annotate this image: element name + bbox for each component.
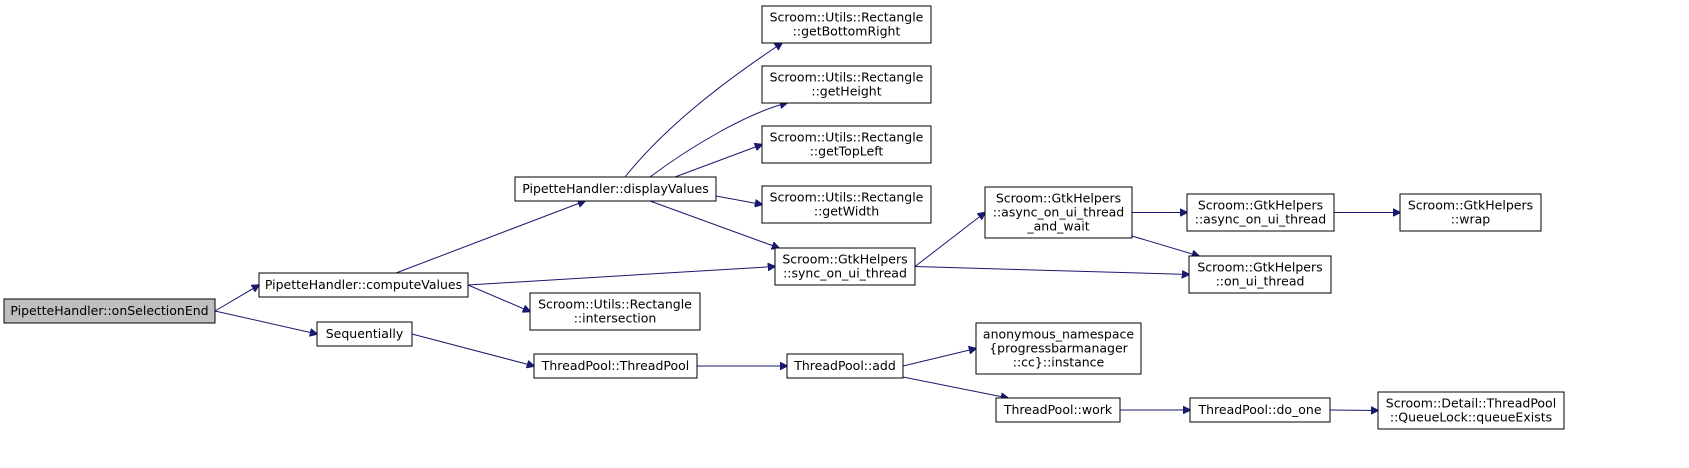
node-async-and-wait[interactable]: Scroom::GtkHelpers::async_on_ui_thread_a… <box>984 186 1133 239</box>
node-label-line: ::getWidth <box>814 204 879 219</box>
edge-async-and-wait-to-on-ui-thread <box>1131 235 1199 256</box>
node-box <box>975 322 1142 375</box>
node-get-height[interactable]: Scroom::Utils::Rectangle::getHeight <box>761 65 932 104</box>
node-label-line: ::wrap <box>1451 212 1490 227</box>
node-label-line: ::on_ui_thread <box>1216 274 1305 289</box>
node-get-bottom-right[interactable]: Scroom::Utils::Rectangle::getBottomRight <box>761 5 932 44</box>
node-label-line: Scroom::Utils::Rectangle <box>538 297 692 312</box>
node-label-line: ::getBottomRight <box>793 24 901 39</box>
node-label-line: Sequentially <box>326 326 404 341</box>
node-label-line: Scroom::GtkHelpers <box>1198 198 1323 213</box>
node-box <box>1377 391 1565 430</box>
node-label-line: Scroom::GtkHelpers <box>996 191 1121 206</box>
edge-threadpool-add-to-cc-instance <box>902 349 976 367</box>
node-label-line: ThreadPool::ThreadPool <box>541 358 690 373</box>
node-label-line: PipetteHandler::computeValues <box>265 277 462 292</box>
node-sequentially[interactable]: Sequentially <box>316 321 413 347</box>
edges-layer <box>214 43 1400 411</box>
node-threadpool-work[interactable]: ThreadPool::work <box>995 397 1121 423</box>
edge-sync-on-ui-thread-to-on-ui-thread <box>914 266 1189 275</box>
node-box <box>1189 397 1331 423</box>
node-box <box>529 292 701 331</box>
node-label-line: ::QueueLock::queueExists <box>1390 410 1552 425</box>
node-label-line: Scroom::Utils::Rectangle <box>770 70 924 85</box>
edge-on-selection-end-to-sequentially <box>214 310 317 334</box>
node-label-line: Scroom::Utils::Rectangle <box>770 10 924 25</box>
node-threadpool-ctor[interactable]: ThreadPool::ThreadPool <box>533 353 698 379</box>
node-label-line: PipetteHandler::displayValues <box>522 181 709 196</box>
node-box <box>786 353 904 379</box>
node-box <box>514 176 717 202</box>
node-box <box>995 397 1121 423</box>
node-label-line: Scroom::Utils::Rectangle <box>770 190 924 205</box>
edge-compute-values-to-sync-on-ui-thread <box>467 267 775 286</box>
node-display-values[interactable]: PipetteHandler::displayValues <box>514 176 717 202</box>
node-cc-instance[interactable]: anonymous_namespace{progressbarmanager::… <box>975 322 1142 375</box>
node-box <box>258 272 469 298</box>
edge-sequentially-to-threadpool-ctor <box>411 333 534 366</box>
node-label-line: ::intersection <box>574 311 657 326</box>
node-label-line: ThreadPool::do_one <box>1197 402 1321 417</box>
node-box <box>316 321 413 347</box>
node-label-line: Scroom::GtkHelpers <box>1408 198 1533 213</box>
node-get-top-left[interactable]: Scroom::Utils::Rectangle::getTopLeft <box>761 125 932 164</box>
edge-display-values-to-sync-on-ui-thread <box>649 200 779 248</box>
node-label-line: Scroom::Utils::Rectangle <box>770 130 924 145</box>
node-label-line: Scroom::GtkHelpers <box>1197 260 1322 275</box>
node-box <box>761 5 932 44</box>
node-label-line: anonymous_namespace <box>983 327 1134 342</box>
node-do-one[interactable]: ThreadPool::do_one <box>1189 397 1331 423</box>
node-box <box>774 247 916 286</box>
node-label-line: ::cc}::instance <box>1013 355 1105 370</box>
node-label-line: {progressbarmanager <box>989 341 1128 356</box>
node-label-line: Scroom::Detail::ThreadPool <box>1386 396 1556 411</box>
node-box <box>761 125 932 164</box>
node-sync-on-ui-thread[interactable]: Scroom::GtkHelpers::sync_on_ui_thread <box>774 247 916 286</box>
edge-display-values-to-get-top-left <box>674 145 762 178</box>
node-label-line: Scroom::GtkHelpers <box>782 252 907 267</box>
node-box <box>761 65 932 104</box>
node-label-line: ThreadPool::add <box>793 358 896 373</box>
node-box <box>533 353 698 379</box>
edge-compute-values-to-intersection <box>467 284 530 312</box>
edge-threadpool-add-to-threadpool-work <box>902 376 1008 398</box>
node-label-line: ::getTopLeft <box>810 144 884 159</box>
node-box <box>984 186 1133 239</box>
node-compute-values[interactable]: PipetteHandler::computeValues <box>258 272 469 298</box>
edge-display-values-to-get-width <box>715 195 762 205</box>
edge-display-values-to-get-bottom-right <box>624 43 782 178</box>
node-label-line: _and_wait <box>1026 219 1089 234</box>
edge-on-selection-end-to-compute-values <box>214 285 259 312</box>
node-box <box>1186 193 1335 232</box>
node-box <box>3 298 216 324</box>
node-on-selection-end[interactable]: PipetteHandler::onSelectionEnd <box>3 298 216 324</box>
node-queue-exists[interactable]: Scroom::Detail::ThreadPool::QueueLock::q… <box>1377 391 1565 430</box>
nodes-layer: PipetteHandler::onSelectionEnd PipetteHan… <box>3 5 1565 430</box>
node-wrap[interactable]: Scroom::GtkHelpers::wrap <box>1399 193 1542 232</box>
node-label-line: ::async_on_ui_thread <box>1195 212 1326 227</box>
node-label-line: ThreadPool::work <box>1003 402 1113 417</box>
node-label-line: PipetteHandler::onSelectionEnd <box>10 303 208 318</box>
node-box <box>1399 193 1542 232</box>
node-label-line: ::getHeight <box>811 84 881 99</box>
node-box <box>1188 255 1332 294</box>
edge-sync-on-ui-thread-to-async-and-wait <box>914 213 985 267</box>
node-on-ui-thread[interactable]: Scroom::GtkHelpers::on_ui_thread <box>1188 255 1332 294</box>
node-threadpool-add[interactable]: ThreadPool::add <box>786 353 904 379</box>
edge-do-one-to-queue-exists <box>1329 410 1378 411</box>
node-label-line: ::sync_on_ui_thread <box>783 266 907 281</box>
node-label-line: ::async_on_ui_thread <box>993 205 1124 220</box>
node-async-on-ui-thread[interactable]: Scroom::GtkHelpers::async_on_ui_thread <box>1186 193 1335 232</box>
edge-display-values-to-get-height <box>649 103 787 178</box>
node-intersection[interactable]: Scroom::Utils::Rectangle::intersection <box>529 292 701 331</box>
node-get-width[interactable]: Scroom::Utils::Rectangle::getWidth <box>761 185 932 224</box>
edge-compute-values-to-display-values <box>395 201 585 274</box>
node-box <box>761 185 932 224</box>
